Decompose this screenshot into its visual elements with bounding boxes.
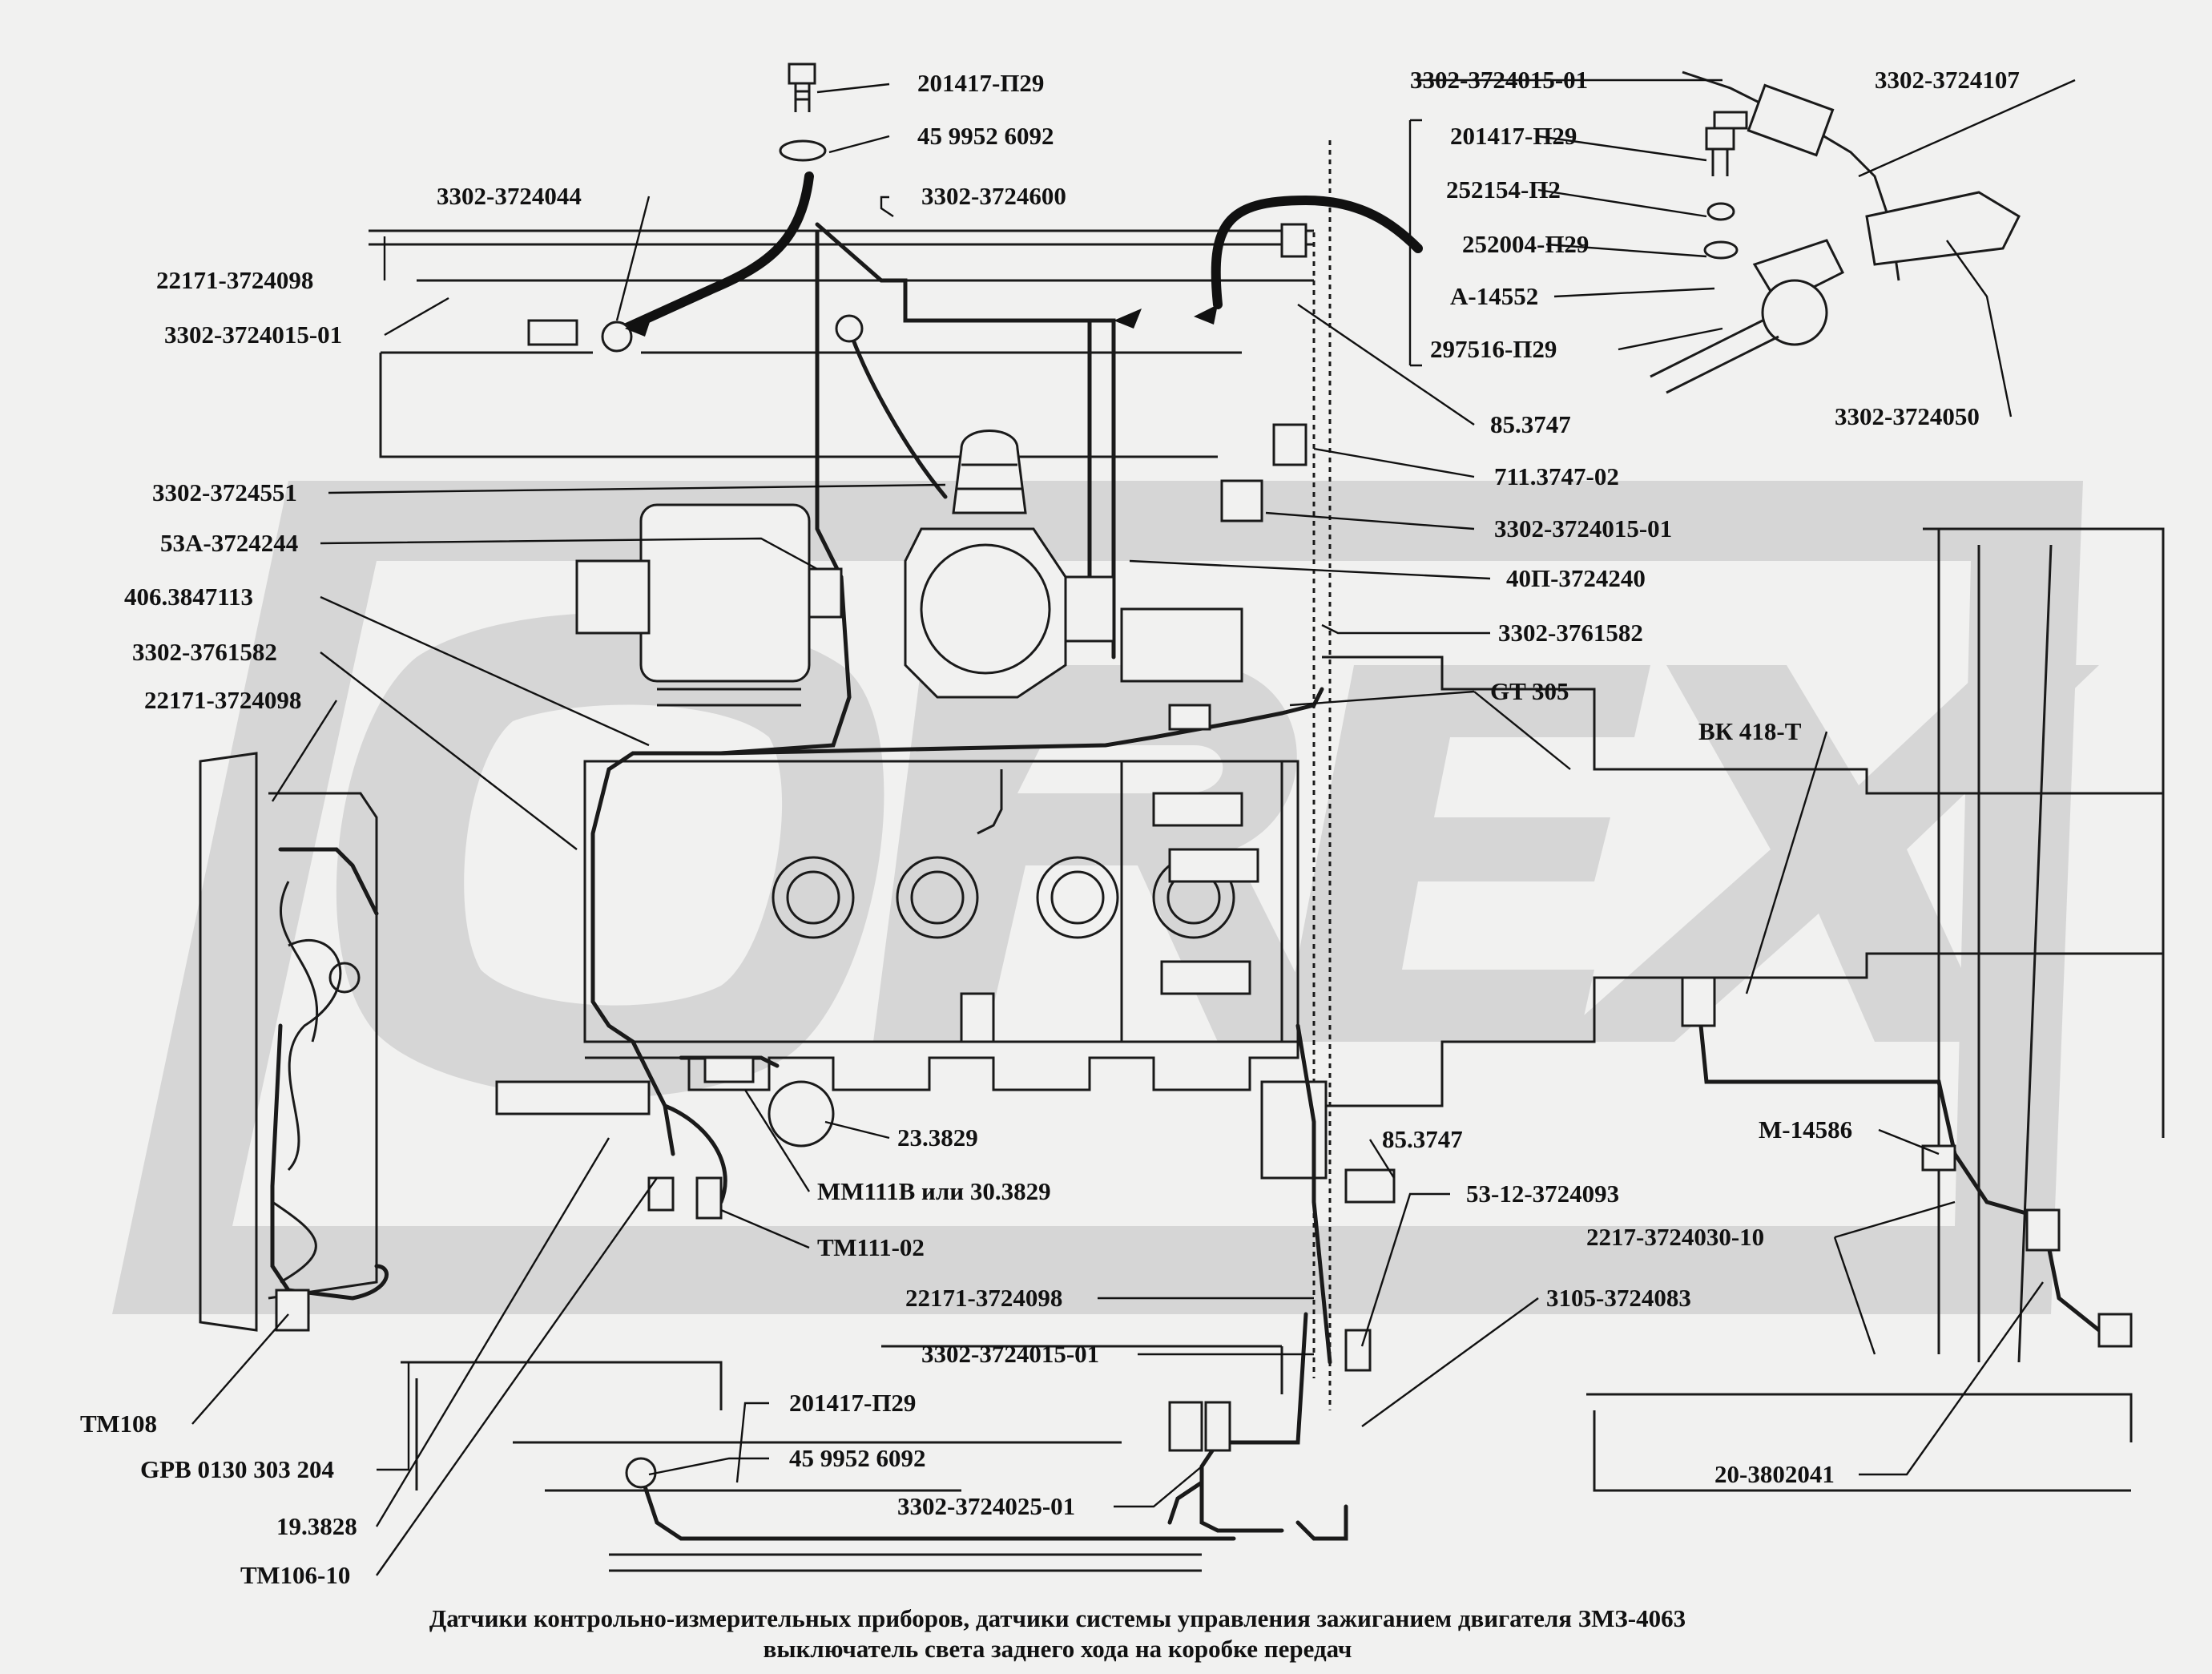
- watermark-letter-r: [873, 665, 1330, 1042]
- spark-plug-well-3: [1036, 856, 1119, 939]
- callout-tm106-10: ТМ106-10: [240, 1561, 350, 1589]
- callout-22171-bottom: 22171-3724098: [905, 1284, 1062, 1312]
- callout-vk-418-t: ВК 418-Т: [1698, 717, 1802, 745]
- callout-20-3802041: 20-3802041: [1714, 1460, 1835, 1488]
- ignition-coils: [1120, 760, 1283, 1043]
- spark-plug-well-1: [772, 856, 855, 939]
- callout-252004: 252004-П29: [1462, 230, 1589, 258]
- throttle-body: [904, 430, 1067, 699]
- watermark-letter-x: [1554, 665, 2099, 1042]
- callout-3724015-top-right: 3302-3724015-01: [1410, 66, 1588, 94]
- callout-3724015-mid: 3302-3724015-01: [1494, 514, 1672, 543]
- callout-201417-right: 201417-П29: [1450, 122, 1577, 150]
- callout-tm108: ТМ108: [80, 1410, 157, 1438]
- callout-201417-top: 201417-П29: [917, 69, 1044, 97]
- callout-23-3829: 23.3829: [897, 1123, 978, 1152]
- callout-mm111v: ММ111В или 30.3829: [817, 1177, 1051, 1205]
- frame-outline: [369, 140, 2165, 1572]
- bolt-top: [779, 63, 827, 162]
- callout-labels: 201417-П29 45 9952 6092 3302-3724044 330…: [80, 66, 2020, 1589]
- spark-plug-well-2: [896, 856, 979, 939]
- callout-406-3847113: 406.3847113: [124, 583, 253, 611]
- watermark-letter-e: [1282, 665, 1650, 1042]
- callout-3724025-01: 3302-3724025-01: [897, 1492, 1075, 1520]
- caption-line-1: Датчики контрольно-измерительных приборо…: [429, 1604, 1686, 1632]
- callout-gt-305: GT 305: [1490, 677, 1569, 705]
- callout-3724015-bottom: 3302-3724015-01: [921, 1340, 1099, 1368]
- callout-459952-top: 45 9952 6092: [917, 122, 1054, 150]
- callout-3724015-top-left: 3302-3724015-01: [164, 321, 342, 349]
- callout-459952-bottom: 45 9952 6092: [789, 1444, 926, 1472]
- callout-53-12-3724093: 53-12-3724093: [1466, 1180, 1619, 1208]
- callout-3724600: 3302-3724600: [921, 182, 1066, 210]
- callout-3105-3724083: 3105-3724083: [1546, 1284, 1691, 1312]
- callout-85-3747-bottom: 85.3747: [1382, 1125, 1463, 1153]
- engine: [583, 760, 1299, 1091]
- generator: [575, 503, 811, 707]
- callout-85-3747-top: 85.3747: [1490, 410, 1571, 438]
- callout-19-3828: 19.3828: [276, 1512, 357, 1540]
- callout-3724551: 3302-3724551: [152, 478, 297, 506]
- callout-3724107: 3302-3724107: [1875, 66, 2020, 94]
- arrow-indicators: [625, 305, 1218, 337]
- callout-22171-left: 22171-3724098: [144, 686, 301, 714]
- battery-cable: [1211, 195, 1423, 309]
- callout-3761582-left: 3302-3761582: [132, 638, 277, 666]
- sensor-assembly-top-right: [1650, 71, 2021, 394]
- callout-3761582-right: 3302-3761582: [1498, 619, 1643, 647]
- leader-lines: [191, 79, 2076, 1576]
- sensor-parts: [275, 223, 2133, 1489]
- bolt-right: [1703, 127, 1739, 260]
- radiator-fan: [199, 752, 378, 1332]
- callout-297516: 297516-П29: [1430, 335, 1557, 363]
- callout-22171-top: 22171-3724098: [156, 266, 313, 294]
- gearbox-housing: [1322, 655, 2165, 1107]
- control-module: [1120, 607, 1243, 683]
- callout-40p-3724240: 40П-3724240: [1506, 564, 1646, 592]
- callout-a-14552: А-14552: [1450, 282, 1538, 310]
- callout-201417-bottom: 201417-П29: [789, 1389, 916, 1417]
- callout-m-14586: М-14586: [1759, 1115, 1852, 1144]
- caption-line-2: выключатель света заднего хода на коробк…: [764, 1635, 1352, 1663]
- callout-252154: 252154-П2: [1446, 175, 1561, 204]
- callout-2217-3724030: 2217-3724030-10: [1586, 1223, 1764, 1251]
- relay-box: [1260, 1080, 1328, 1180]
- callout-53a-3724244: 53А-3724244: [160, 529, 298, 557]
- callout-gpb-0130: GPB 0130 303 204: [140, 1455, 334, 1483]
- callout-tm111-02: ТМ111-02: [817, 1233, 925, 1261]
- callout-3724044: 3302-3724044: [437, 182, 582, 210]
- callout-3724050: 3302-3724050: [1835, 402, 1980, 430]
- ground-strap-top: [620, 171, 814, 333]
- watermark-letter-o: [336, 612, 884, 1099]
- callout-711-3747: 711.3747-02: [1494, 462, 1619, 490]
